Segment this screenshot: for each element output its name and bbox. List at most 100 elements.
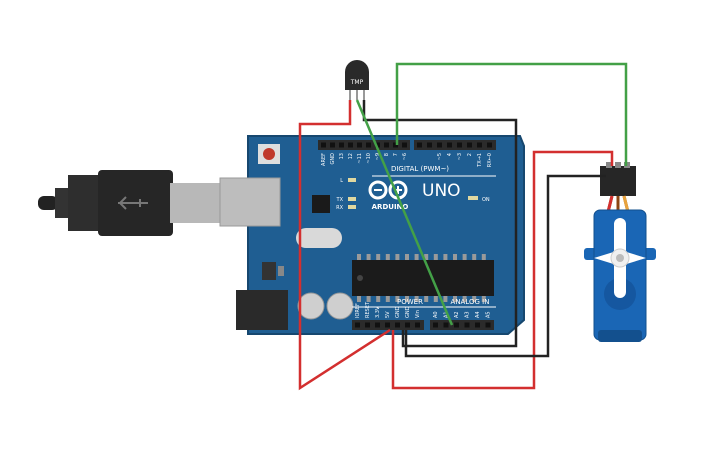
servo-lead-orange (622, 195, 630, 213)
pin-hole[interactable] (348, 142, 353, 148)
wire-red-sensor-5v[interactable] (298, 100, 391, 391)
header-top-left (318, 140, 410, 150)
pin-hole[interactable] (385, 322, 390, 328)
chip-leg (385, 254, 390, 260)
pin-hole[interactable] (393, 142, 398, 148)
chip-leg (481, 296, 486, 302)
pin-hole[interactable] (487, 142, 492, 148)
chip-leg (376, 254, 381, 260)
led-label-l: L (340, 178, 343, 184)
pin-hole[interactable] (375, 142, 380, 148)
chip-leg (443, 296, 448, 302)
led-label-rx: RX (336, 205, 343, 211)
wire-red-servo-5v[interactable] (391, 150, 614, 390)
pin-hole[interactable] (477, 142, 482, 148)
pin-label: 13 (339, 153, 345, 159)
led-rx (348, 205, 356, 209)
wire-green-sensor-a1[interactable] (355, 99, 454, 326)
pin-hole[interactable] (417, 142, 422, 148)
pin-label: RESET (365, 301, 371, 318)
chip-leg (472, 296, 477, 302)
servo-motor[interactable] (584, 162, 656, 342)
pin-label: ~6 (402, 153, 408, 160)
wire-black-servo-gnd[interactable] (404, 174, 606, 358)
capacitor-left (297, 292, 325, 320)
pin-hole[interactable] (443, 322, 449, 328)
capacitor-right (326, 292, 354, 320)
reset-button[interactable] (263, 148, 275, 160)
pin-hole[interactable] (437, 142, 442, 148)
pin-label: 5V (385, 311, 391, 318)
sensor-body (345, 60, 369, 90)
digital-label: DIGITAL (PWM~) (391, 165, 449, 173)
pin-hole[interactable] (427, 142, 432, 148)
wires (298, 62, 628, 391)
crystal (296, 228, 342, 248)
chip-leg (472, 254, 477, 260)
power-label: POWER (397, 298, 423, 306)
chip-leg (481, 254, 486, 260)
pin-label: A0 (433, 311, 439, 318)
pin-label: AREF (321, 153, 327, 166)
pin-hole[interactable] (457, 142, 462, 148)
pin-hole[interactable] (366, 142, 371, 148)
pin-hole[interactable] (321, 142, 326, 148)
chip-leg (424, 296, 429, 302)
led-l (348, 178, 356, 182)
pin-hole[interactable] (384, 142, 389, 148)
chip-leg (395, 254, 400, 260)
led-tx (348, 197, 356, 201)
pin-hole[interactable] (402, 142, 407, 148)
pin-hole[interactable] (467, 142, 472, 148)
wire-green-servo-d9[interactable] (395, 62, 628, 166)
pin-hole[interactable] (365, 322, 370, 328)
voltage-regulator (262, 262, 276, 280)
pin-label: GND (395, 306, 401, 318)
pin-hole[interactable] (395, 322, 400, 328)
chip-leg (357, 296, 361, 302)
pin-hole[interactable] (447, 142, 452, 148)
pin-hole[interactable] (355, 322, 360, 328)
usb-cable-end (38, 196, 58, 210)
pin-hole[interactable] (339, 142, 344, 148)
usb-chip (312, 195, 330, 213)
regulator-tab (278, 266, 284, 276)
chip-leg (357, 254, 361, 260)
chip-leg (453, 254, 457, 260)
pin-hole[interactable] (415, 322, 420, 328)
pin-label: A2 (454, 311, 460, 318)
pin-hole[interactable] (475, 322, 480, 328)
chip-leg (395, 296, 400, 302)
pin-label: 2 (467, 153, 473, 156)
pin-hole[interactable] (464, 322, 470, 328)
led-on (468, 196, 478, 200)
pin-hole[interactable] (405, 322, 410, 328)
servo-pin-1 (606, 162, 612, 168)
pin-hole[interactable] (330, 142, 335, 148)
chip-leg (414, 296, 419, 302)
chip-leg (376, 296, 381, 302)
usb-ridges (68, 175, 103, 231)
usb-connector (170, 183, 220, 223)
chip-leg (405, 296, 409, 302)
pin-label: GND (405, 306, 411, 318)
pin-hole[interactable] (375, 322, 380, 328)
chip-leg (433, 254, 438, 260)
led-label-tx: TX (336, 197, 344, 203)
temperature-sensor[interactable]: TMP (345, 60, 369, 100)
pin-hole[interactable] (485, 322, 491, 328)
sensor-label: TMP (350, 79, 364, 86)
usb-b-socket (219, 177, 281, 227)
led-label-on: ON (482, 197, 490, 203)
pin-hole[interactable] (454, 322, 459, 328)
chip-leg (366, 254, 371, 260)
pin-hole[interactable] (433, 322, 438, 328)
pin-hole[interactable] (357, 142, 362, 148)
usb-cable[interactable] (38, 170, 220, 236)
header-top-right (414, 140, 496, 150)
board-model: UNO (422, 181, 461, 201)
